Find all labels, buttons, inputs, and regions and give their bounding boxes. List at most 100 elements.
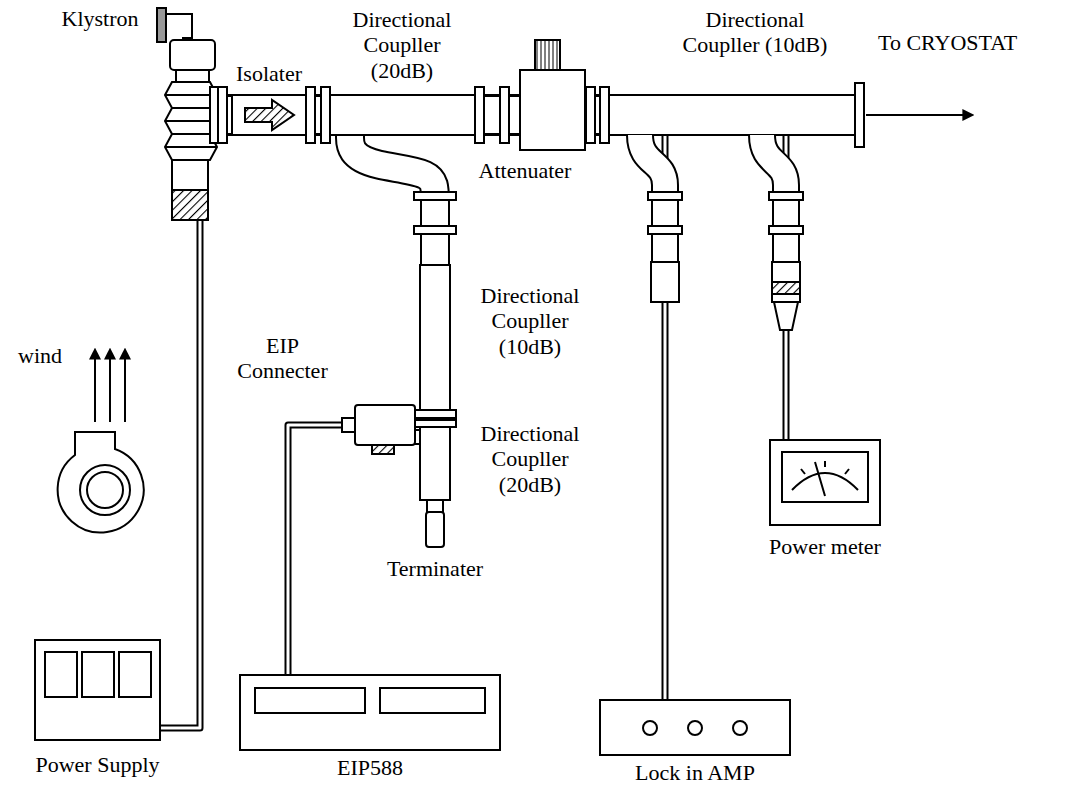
vertical-couplers-part [420,265,450,415]
directional-coupler: Directional Coupller (20dB) [420,425,450,500]
connector-core [160,220,200,728]
detector-branch [640,135,682,302]
vertical-couplers-part [426,512,444,547]
power-supply-body-part [119,652,151,697]
waveguide-part [218,87,227,143]
component-label: Directional Coupller (10dB) [670,7,840,58]
wind-arrows-part [94,350,96,422]
component-label: EIP Connecter [225,333,340,384]
destination-label: To CRYOSTAT [878,30,1078,55]
power-meter-body-part [770,440,880,525]
lock-in-body-part [643,721,657,735]
vertical-couplers-part [414,410,456,418]
component-label: Klystron [50,6,150,31]
airflow-label: wind [18,343,78,368]
blower-part [80,465,130,515]
connector-core [288,425,355,675]
component-label: Isolater [222,61,316,86]
detector-branch-part [648,226,682,234]
attenuator-body-part [535,40,560,70]
power-sensor-branch-part [769,192,803,200]
power-supply-body-part [45,652,77,697]
eip588-body-part [240,675,500,750]
vertical-couplers-part [414,420,456,427]
connector-heads [435,500,436,512]
blower [58,432,144,533]
eip-connector: EIP Connecter [355,405,415,445]
component-label: Directional Coupller (20dB) [460,421,600,497]
klystron-drawing-part [157,8,166,42]
power-sensor-branch-part [772,282,800,294]
lock-in-body [600,700,790,755]
power-sensor-branch-part [774,302,798,330]
power-meter: Power meter [770,440,880,525]
branch-flanges-part [414,226,456,234]
klystron-drawing-part [170,40,215,70]
waveguide-part [500,87,509,143]
klystron-drawing-part [172,190,208,220]
branch-flanges-part [414,192,456,200]
component-label: Terminater [380,556,490,581]
connector-core [428,500,442,512]
isolator-body-part [232,95,306,135]
power-sensor-branch-part [772,262,800,302]
power-supply-body [35,640,160,740]
directional-coupler: Directional Coupller (10dB) [610,95,855,135]
waveguide-part [586,87,595,143]
power-sensor-branch-part [769,226,803,234]
power-meter-body-part [792,473,858,490]
power-sensor-branch [762,135,803,330]
lock-in-amplifier: Lock in AMP [600,700,790,755]
isolator-body-part [245,100,294,130]
waveguide-part [321,87,330,143]
power-meter-body-part [782,452,868,502]
power-meter-body-part [801,461,849,496]
connector-outline [288,425,355,675]
isolator: Isolater [232,95,306,135]
connector-outline [160,220,200,728]
klystron: Klystron [158,30,218,220]
eip-connector-body-part [342,418,355,432]
wind-arrows-part [124,350,126,422]
connector-heads [160,220,200,728]
component-label: Attenuater [460,158,590,183]
klystron-drawing-part [172,160,208,190]
terminator: Terminater [426,512,444,547]
attenuator-body [520,40,585,150]
connector-heads [288,425,355,675]
eip588-body-part [255,688,365,713]
lock-in-body-part [733,721,747,735]
connector-outline [426,500,444,512]
lock-in-body-part [600,700,790,755]
klystron-drawing-part [166,14,192,38]
directional-coupler: Directional Coupller (10dB) [420,265,450,415]
detector-branch-part [651,262,679,302]
waveguide-part [306,87,315,143]
component-label: Power Supply [15,752,180,777]
power-supply: Power Supply [35,640,160,740]
frequency-counter: EIP588 [240,675,500,750]
branch-flanges [414,192,456,234]
eip-connector-body [342,405,415,454]
vertical-couplers-part [420,425,450,500]
component-label: Lock in AMP [600,760,790,785]
blower-part [58,432,144,533]
component-label: EIP588 [240,755,500,780]
vertical-couplers [414,265,456,547]
blower-part [87,472,123,508]
eip-connector-body-part [355,405,415,445]
component-label: Power meter [760,534,890,559]
power-meter-body [770,440,880,525]
lock-in-body-part [688,721,702,735]
waveguide-connector [435,500,436,512]
waveguide-part [855,83,864,147]
directional-coupler: Directional Coupller (20dB) [330,95,475,135]
isolator-body [232,95,306,135]
cable-connector [160,220,200,728]
power-supply-body-part [82,652,114,697]
cable-connector [288,425,355,675]
waveguide-part [600,87,609,143]
